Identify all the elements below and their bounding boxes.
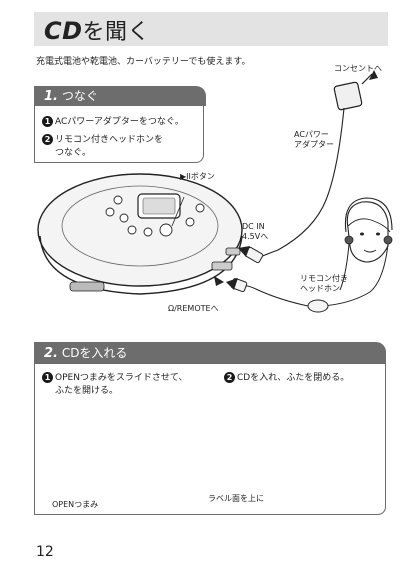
page-number: 12 <box>36 544 54 560</box>
label-open-knob: OPENつまみ <box>52 500 99 509</box>
remote-control <box>307 299 329 313</box>
label-ac-adapter: ACパワーアダプター <box>294 130 334 149</box>
label-label-side-up: ラベル面を上に <box>208 494 264 503</box>
arrow-icon <box>238 246 250 257</box>
earphone <box>383 235 393 245</box>
cd-player-body <box>37 173 243 287</box>
step-marker: 1 <box>42 372 53 383</box>
section1-header <box>34 86 206 106</box>
control-button <box>195 203 205 213</box>
label-play-button: ▶IIボタン <box>180 172 215 181</box>
control-button <box>105 207 115 217</box>
section1-box <box>34 106 204 163</box>
page-title: CDを聞く <box>44 17 151 45</box>
ac-adapter <box>333 81 363 111</box>
label-remote-jack: Ω/REMOTEへ <box>168 304 219 313</box>
control-button <box>127 225 137 235</box>
control-button <box>185 217 195 227</box>
label-remote-headphones: リモコン付きヘッドホン <box>300 274 348 293</box>
section2-title: 2. CDを入れる <box>44 346 128 361</box>
control-button <box>143 227 153 237</box>
intro-text: 充電式電池や乾電池、カーバッテリーでも使えます。 <box>36 57 251 67</box>
step-marker: 1 <box>42 116 53 127</box>
section1-title: 1. つなぐ <box>44 89 98 104</box>
adapter-cable <box>257 107 345 259</box>
open-knob <box>69 281 105 292</box>
label-outlet: コンセントへ <box>334 64 382 73</box>
control-button <box>119 213 129 223</box>
control-button <box>113 195 123 205</box>
step-marker: 2 <box>224 372 235 383</box>
section2-header <box>34 342 386 364</box>
person-face <box>346 201 389 263</box>
title-bar <box>34 12 388 46</box>
arrow-icon <box>369 70 378 80</box>
section2-box <box>34 364 386 515</box>
remote-cable <box>239 285 309 307</box>
arrow-icon <box>214 276 224 286</box>
arrow-icon <box>226 278 238 290</box>
step-marker: 2 <box>42 134 53 145</box>
earphone <box>344 235 354 245</box>
play-pause-button <box>159 223 173 237</box>
